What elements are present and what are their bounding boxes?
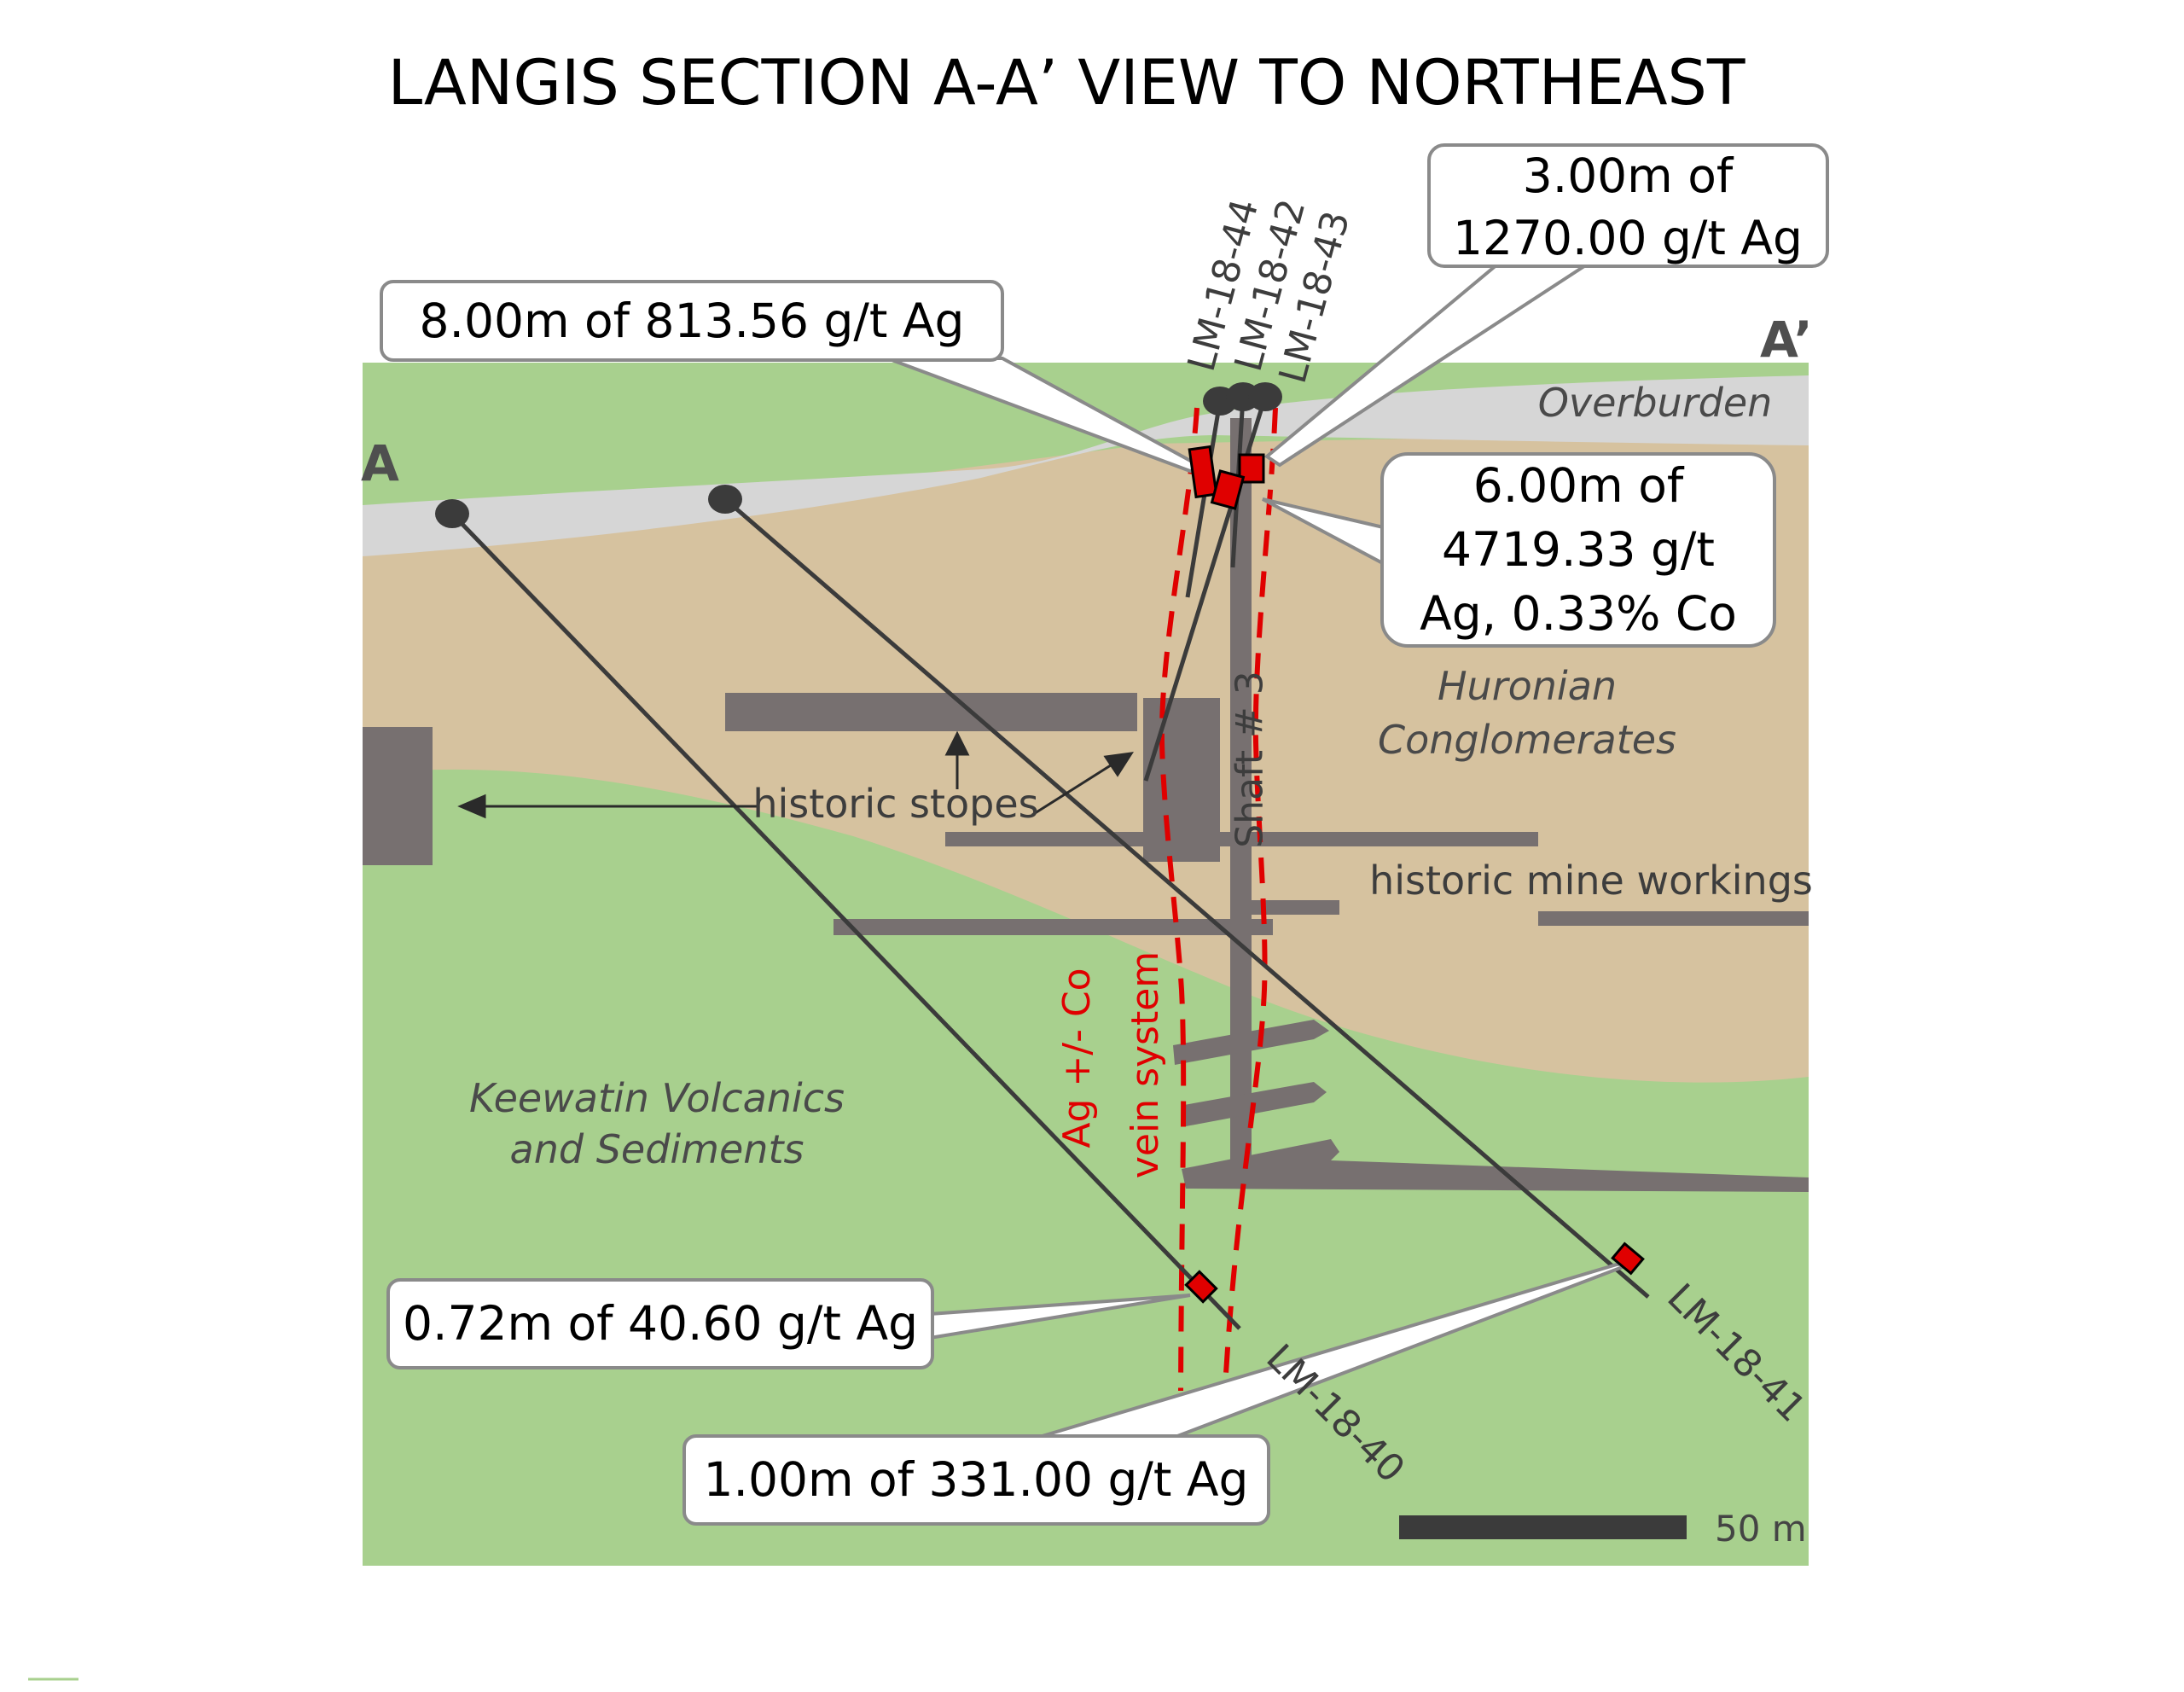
callout-box-c3 [1380, 452, 1776, 648]
level-1 [945, 832, 1538, 846]
intercept-label-lm-18-42-line1: 3.00m of [1523, 148, 1734, 203]
unit-label-keewatin-1: Keewatin Volcanics [469, 1075, 845, 1121]
intercept-label-lm-18-42-line2: 1270.00 g/t Ag [1453, 211, 1803, 265]
callout-boxes [380, 143, 1829, 1526]
unit-label-overburden: Overburden [1538, 380, 1773, 426]
collar-lm-18-41 [708, 485, 742, 514]
drill-trace-lm-18-40 [450, 512, 1241, 1330]
figure-title: LANGIS SECTION A-A’ VIEW TO NORTHEAST [388, 47, 1745, 119]
unit-label-huronian-2: Conglomerates [1378, 717, 1676, 763]
scale-bar [1399, 1515, 1687, 1539]
label-historic-stopes: historic stopes [752, 781, 1038, 827]
collar-lm-18-43 [1248, 382, 1282, 411]
callout-box-c1 [380, 280, 1004, 362]
stope-arrows [457, 730, 1135, 819]
vein-system [1159, 407, 1278, 1392]
arrow-to-block [1031, 762, 1114, 817]
stope-upper [725, 693, 1137, 731]
arrowhead-left [457, 794, 486, 819]
level-2b [1252, 900, 1339, 915]
level-5 [1182, 1139, 1809, 1192]
intercept-label-lm-18-43-line3: Ag, 0.33% Co [1420, 586, 1737, 641]
label-shaft-3: Shaft # 3 [1228, 671, 1272, 848]
intercept-marker-lm-18-40 [1184, 1270, 1218, 1304]
section-end-a: A [361, 434, 399, 492]
intercept-marker-lm-18-44 [1188, 445, 1218, 499]
intercept-label-lm-18-41: 1.00m of 331.00 g/t Ag [704, 1452, 1249, 1507]
section-end-a-prime: A’ [1760, 311, 1813, 369]
stope-left [363, 727, 433, 865]
drill-holes [450, 396, 1650, 1330]
collars [435, 382, 1282, 528]
level-2c [1538, 911, 1809, 926]
callout-box-c4 [386, 1278, 934, 1369]
unit-label-keewatin-2: and Sediments [510, 1126, 804, 1172]
vein-boundary-right [1223, 407, 1278, 1375]
intercept-marker-lm-18-43 [1210, 469, 1246, 510]
collar-lm-18-40 [435, 499, 469, 528]
drill-trace-lm-18-41 [723, 497, 1650, 1299]
drill-trace-lm-18-44 [1185, 400, 1223, 598]
label-vein-line2: vein system [1124, 951, 1167, 1178]
arrowhead-up [944, 730, 970, 756]
level-3 [1173, 1020, 1329, 1065]
intercept-label-lm-18-44: 8.00m of 813.56 g/t Ag [420, 294, 965, 348]
intercept-label-lm-18-40: 0.72m of 40.60 g/t Ag [403, 1296, 918, 1351]
vein-boundary-left [1159, 407, 1199, 1392]
label-vein-line1: Ag +/- Co [1055, 968, 1099, 1148]
intercept-label-lm-18-43-line2: 4719.33 g/t [1442, 522, 1715, 577]
callout-box-c5 [682, 1434, 1270, 1526]
intercept-marker-lm-18-42 [1238, 453, 1265, 484]
historic-workings [363, 418, 1809, 1192]
intercept-marker-lm-18-41 [1611, 1241, 1645, 1276]
scale-bar-label: 50 m [1715, 1508, 1807, 1550]
arrowhead-block [1103, 752, 1135, 777]
intercepts [1184, 445, 1645, 1304]
intercept-label-lm-18-43-line1: 6.00m of [1473, 458, 1685, 513]
level-2a [834, 919, 1273, 935]
label-historic-mine-workings: historic mine workings [1369, 858, 1813, 904]
callout-box-c2 [1427, 143, 1829, 268]
unit-label-huronian-1: Huronian [1438, 663, 1617, 709]
